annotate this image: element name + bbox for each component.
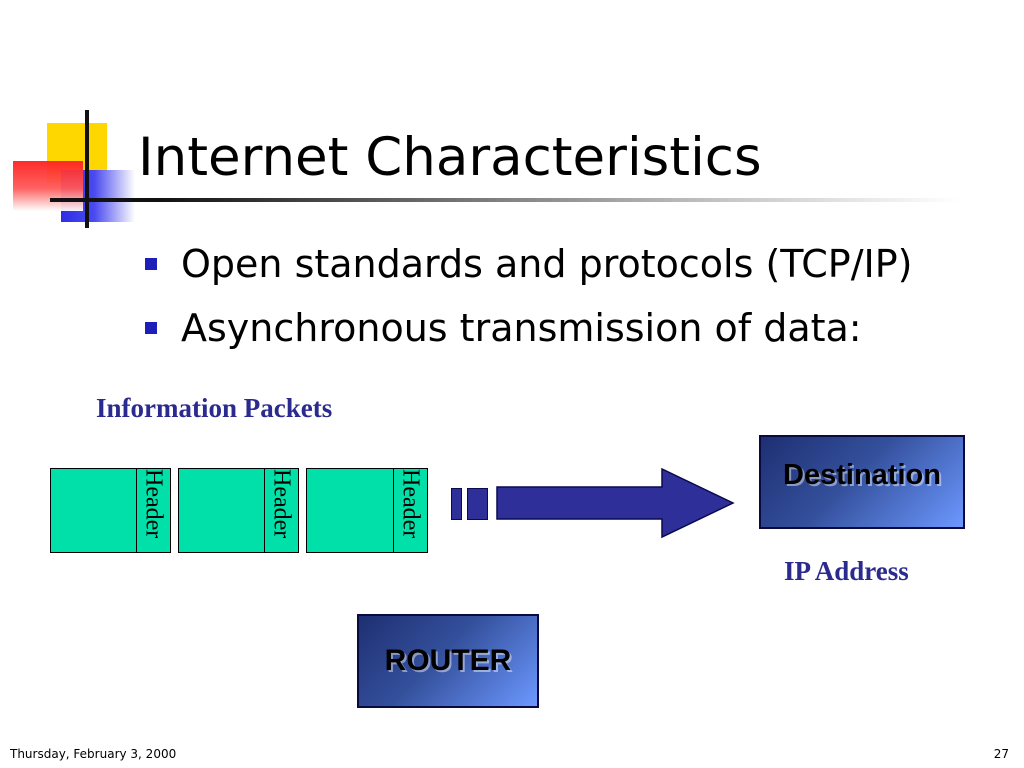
bullet-text: Asynchronous transmission of data: bbox=[181, 306, 862, 350]
transmission-stream-bar bbox=[467, 488, 488, 520]
bullet-item: Open standards and protocols (TCP/IP) bbox=[145, 232, 912, 296]
information-packet: Header bbox=[178, 468, 299, 553]
destination-box: Destination bbox=[759, 435, 965, 529]
bullet-item: Asynchronous transmission of data: bbox=[145, 296, 912, 360]
bullet-square-icon bbox=[145, 322, 157, 334]
bullet-square-icon bbox=[145, 258, 157, 270]
slide-title: Internet Characteristics bbox=[138, 127, 762, 188]
footer-page-number: 27 bbox=[993, 747, 1009, 761]
title-decoration-red-square bbox=[13, 161, 83, 211]
packet-header: Header bbox=[264, 469, 298, 552]
router-label: ROUTER bbox=[384, 644, 512, 677]
packet-header: Header bbox=[136, 469, 170, 552]
title-decoration-vertical-line bbox=[85, 110, 89, 228]
packet-header-label: Header bbox=[397, 469, 424, 539]
ip-address-label: IP Address bbox=[784, 556, 909, 586]
information-packet: Header bbox=[306, 468, 428, 553]
bullet-list: Open standards and protocols (TCP/IP) As… bbox=[145, 232, 912, 360]
destination-label: Destination bbox=[783, 458, 941, 491]
packet-header-label: Header bbox=[268, 469, 295, 539]
packet-header: Header bbox=[393, 469, 427, 552]
bullet-text: Open standards and protocols (TCP/IP) bbox=[181, 242, 913, 286]
information-packet: Header bbox=[50, 468, 171, 553]
router-box: ROUTER bbox=[357, 614, 539, 708]
packet-header-label: Header bbox=[140, 469, 167, 539]
title-underline bbox=[50, 198, 960, 202]
transmission-stream-bar bbox=[451, 488, 462, 520]
information-packets-label: Information Packets bbox=[96, 393, 333, 423]
transmission-arrow-icon bbox=[496, 468, 735, 539]
footer-date: Thursday, February 3, 2000 bbox=[10, 747, 177, 761]
